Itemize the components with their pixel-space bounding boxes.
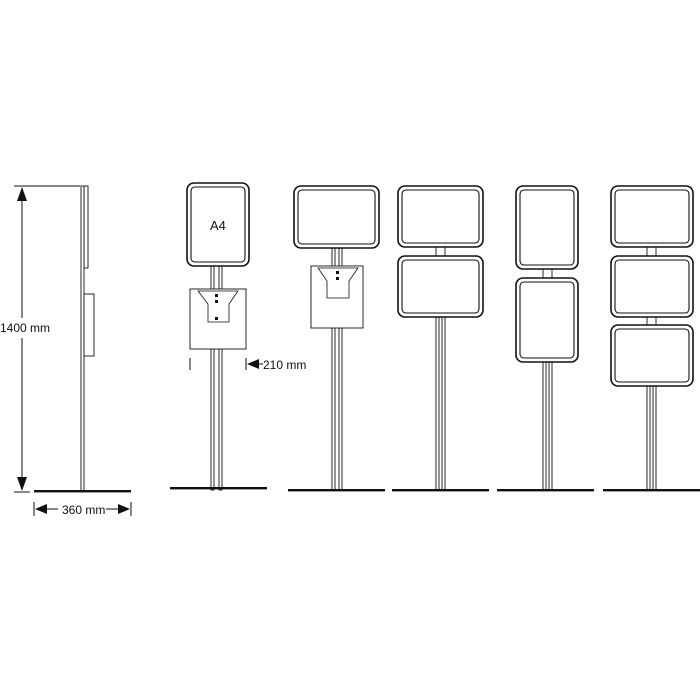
base-plate [288,489,385,492]
side-leaflet-holder [83,293,95,357]
arrow-down-icon [17,477,27,491]
leaflet-pocket [310,265,364,329]
base-plate [392,489,489,492]
stand-double-landscape [392,185,489,492]
pocket-width-label: 210 mm [263,358,306,372]
arrow-left-icon [247,359,259,369]
side-view-stand [34,185,131,493]
base-plate [497,489,594,492]
stand-portrait-with-pocket: A4 [170,182,267,491]
side-base [34,490,131,493]
arrow-left-icon [35,504,47,514]
stand-double-portrait [497,185,594,492]
frame-size-label: A4 [210,218,226,233]
pocket-dimension: 210 mm [189,358,306,372]
width-dimension: 360 mm [33,502,132,517]
height-label: 1400 mm [0,321,50,335]
stand-triple-landscape [603,185,700,492]
stand-landscape-with-pocket [288,185,385,492]
arrow-up-icon [17,187,27,201]
side-frame-edge [83,185,89,269]
arrow-right-icon [118,504,130,514]
base-plate [170,487,267,490]
width-label: 360 mm [62,503,105,517]
base-plate [603,489,700,492]
height-dimension: 1400 mm [0,185,80,493]
